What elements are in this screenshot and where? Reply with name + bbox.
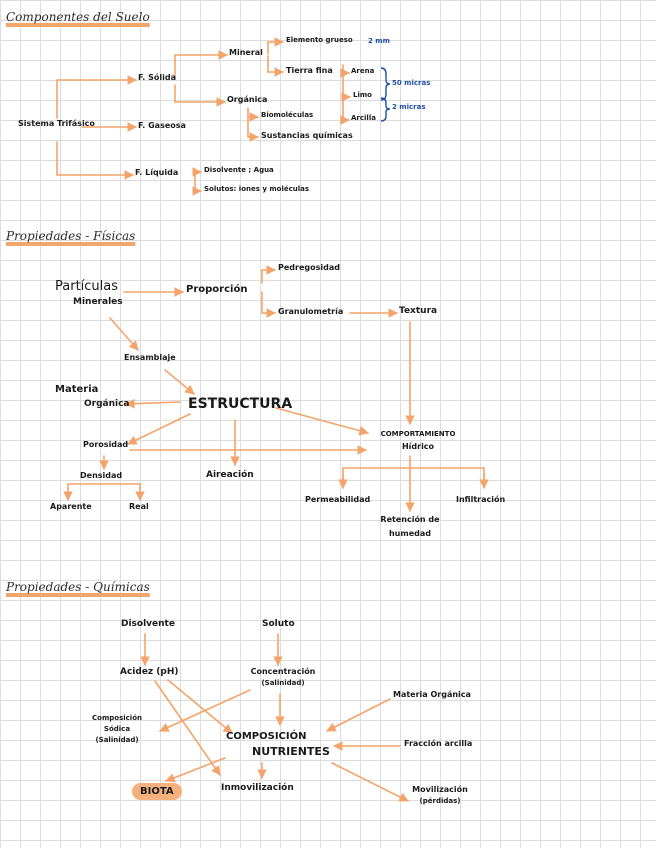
node-movilizacion: Movilización (412, 785, 468, 794)
node-minerales: Minerales (73, 297, 123, 307)
link-organica-sust (247, 116, 259, 142)
node-nutrientes: NUTRIENTES (252, 745, 330, 758)
node-sistema-trifasico: Sistema Trifásico (18, 119, 95, 128)
node-hidrico: Hídrico (401, 442, 435, 451)
node-sodica-salinidad: (Salinidad) (95, 736, 139, 744)
link-densidad-split (67, 483, 141, 490)
node-limo: Limo (353, 91, 372, 99)
node-comportamiento: COMPORTAMIENTO (380, 430, 456, 438)
link-comportamiento-split (342, 467, 485, 485)
link-solida-organica (174, 84, 226, 107)
link-proporcion-granulometria (261, 291, 276, 318)
link-acidez-composicion (167, 679, 233, 734)
heading-componentes: Componentes del Suelo (6, 10, 150, 24)
note-2-micras: 2 micras (392, 103, 426, 111)
link-estructura-materia (125, 398, 181, 409)
brace-limo-arcilla (380, 97, 391, 122)
node-concentracion: Concentración (250, 667, 316, 676)
node-materia-organica: Orgánica (84, 399, 130, 409)
link-estructura-porosidad (127, 413, 191, 445)
node-composicion: COMPOSICIÓN (226, 731, 307, 742)
node-materia: Materia (55, 384, 99, 395)
node-solutos: Solutos: iones y moléculas (204, 185, 310, 193)
link-sistema-liquida (56, 141, 134, 180)
note-50-micras: 50 micras (392, 79, 431, 87)
node-sustancias-quimicas: Sustancias químicas (261, 131, 353, 140)
node-pedregosidad: Pedregosidad (278, 263, 340, 272)
node-arena: Arena (351, 67, 375, 75)
node-soluto: Soluto (262, 619, 295, 629)
node-humedad: humedad (388, 529, 431, 538)
link-proporcion-pedregosidad (261, 265, 276, 284)
link-composicion-biota (165, 757, 226, 783)
link-concentracion-sodica (159, 689, 251, 732)
link-liquida-solutos (192, 174, 202, 196)
link-materia-composicion (326, 698, 391, 732)
node-mineral: Mineral (229, 48, 263, 57)
link-estructura-comportamiento (275, 407, 369, 436)
node-aireacion: Aireación (206, 470, 254, 480)
node-perdidas: (pérdidas) (419, 797, 461, 805)
node-aparente: Aparente (50, 502, 92, 511)
node-fraccion-arcilla: Fracción arcilla (404, 739, 473, 748)
link-minerales-ensamblaje (109, 317, 139, 351)
note-2mm: 2 mm (368, 37, 390, 45)
node-sodica: Sódica (103, 725, 131, 733)
node-proporcion: Proporción (186, 284, 248, 295)
node-permeabilidad: Permeabilidad (305, 495, 371, 504)
node-particulas: Partículas (55, 279, 119, 294)
link-mineral-tierra (267, 55, 284, 77)
node-fase-gaseosa: F. Gaseosa (138, 121, 186, 130)
link-solida-mineral (174, 50, 228, 79)
node-inmovilizacion: Inmovilización (221, 783, 294, 793)
link-ensamblaje-estructura (164, 369, 195, 395)
heading-propiedades-quimicas: Propiedades - Químicas (6, 580, 150, 594)
node-fase-liquida: F. Líquida (135, 168, 179, 177)
node-biota: BIOTA (132, 783, 182, 800)
node-infiltracion: Infiltración (456, 495, 506, 504)
node-arcilla: Arcilla (351, 114, 376, 122)
node-disolvente-agua: Disolvente ; Agua (204, 166, 274, 174)
link-organica-bio (247, 107, 259, 122)
node-materia-organica-quimica: Materia Orgánica (393, 690, 471, 699)
node-granulometria: Granulometría (278, 307, 344, 316)
node-textura: Textura (399, 306, 438, 316)
node-retencion: Retención de (380, 515, 440, 524)
node-acidez: Acidez (pH) (120, 667, 179, 677)
node-fase-solida: F. Sólida (138, 73, 176, 82)
node-elemento-grueso: Elemento grueso (286, 36, 353, 44)
link-sistema-solida (56, 75, 137, 119)
node-real: Real (129, 502, 149, 511)
brace-arena-limo (380, 67, 391, 101)
link-mineral-grueso (267, 37, 284, 55)
node-composicion-sodica: Composición (92, 714, 142, 722)
node-biomoleculas: Biomoléculas (261, 111, 314, 119)
link-acidez-inmovilizacion (154, 680, 221, 776)
node-tierra-fina: Tierra fina (286, 66, 333, 75)
node-organica: Orgánica (227, 95, 268, 104)
link-composicion-movilizacion (331, 762, 409, 802)
node-concentracion-salinidad: (Salinidad) (261, 679, 305, 687)
node-disolvente: Disolvente (121, 619, 175, 629)
node-densidad: Densidad (80, 471, 123, 480)
heading-propiedades-fisicas: Propiedades - Físicas (6, 229, 136, 243)
node-estructura: ESTRUCTURA (188, 396, 293, 412)
node-porosidad: Porosidad (83, 440, 129, 449)
node-ensamblaje: Ensamblaje (124, 353, 176, 362)
